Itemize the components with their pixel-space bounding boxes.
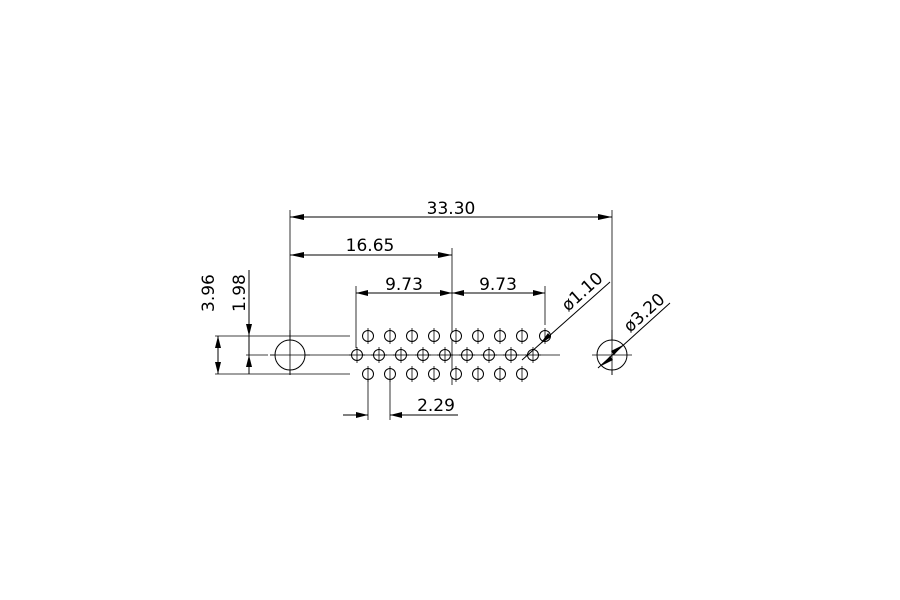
dimension-overall-height: 3.96: [199, 274, 221, 374]
dimension-right-span: 9.73: [452, 275, 545, 296]
dimension-half-width: 16.65: [290, 236, 452, 258]
dimension-overall-width: 33.30: [290, 199, 612, 220]
leader-pin-diameter: ø1.10: [521, 269, 611, 361]
pin-holes: [349, 328, 551, 382]
dimension-left-span: 9.73: [356, 275, 452, 296]
overall-width-label: 33.30: [427, 199, 476, 219]
half-width-label: 16.65: [346, 236, 395, 256]
mount-hole-diameter-label: ø3.20: [620, 290, 669, 337]
extension-lines: [215, 210, 613, 420]
dimension-row-pitch: 1.98: [230, 270, 252, 374]
pin-pitch-label: 2.29: [417, 396, 455, 416]
overall-height-label: 3.96: [199, 274, 219, 312]
pin-diameter-label: ø1.10: [558, 269, 607, 316]
center-lines: [270, 248, 613, 385]
dimension-pin-pitch: 2.29: [343, 396, 458, 418]
row-pitch-label: 1.98: [230, 274, 250, 312]
left-span-label: 9.73: [385, 275, 423, 295]
right-span-label: 9.73: [479, 275, 517, 295]
